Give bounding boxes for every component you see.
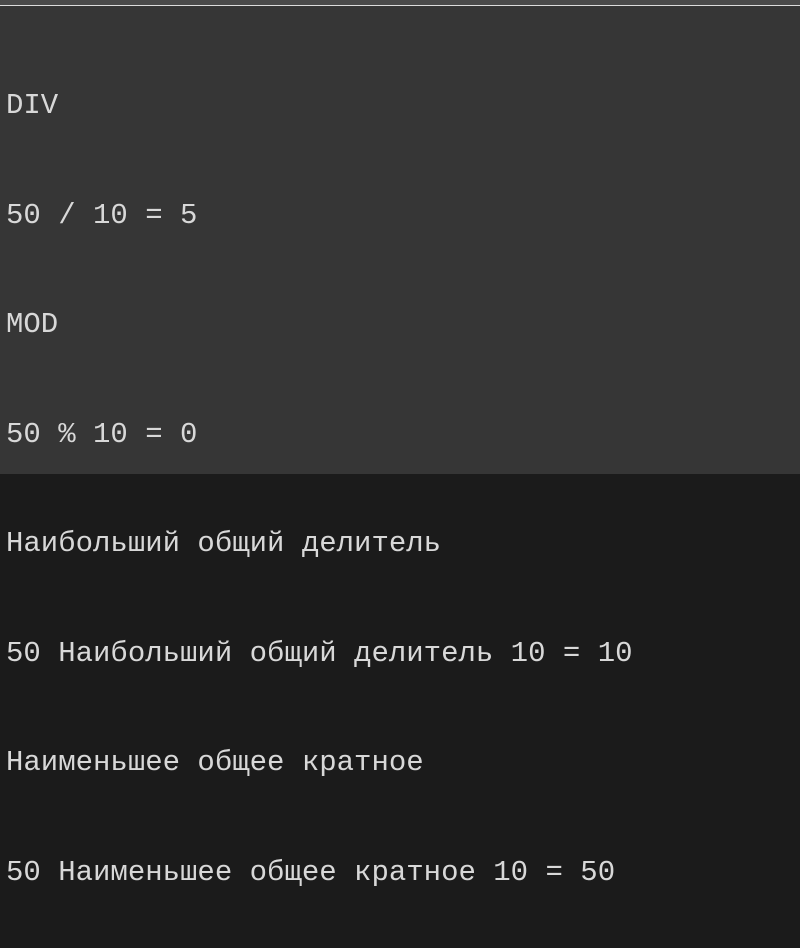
console-line: 50 % 10 = 0 [6, 417, 198, 451]
console-line: DIV [6, 89, 59, 122]
console-line: Наименьшее общее кратное [6, 746, 424, 779]
console-line: 50 / 10 = 5 [6, 198, 198, 232]
console-line: 50 Наименьшее общее кратное 10 = 50 [6, 855, 616, 889]
console-line: Наибольший общий делитель [6, 527, 442, 560]
console-window: DIV 50 / 10 = 5 MOD 50 % 10 = 0 Наибольш… [0, 0, 800, 889]
console-output[interactable]: DIV 50 / 10 = 5 MOD 50 % 10 = 0 Наибольш… [0, 7, 800, 889]
console-line: MOD [6, 308, 59, 341]
window-top-border [0, 0, 800, 6]
console-line: 50 Наибольший общий делитель 10 = 10 [6, 636, 633, 670]
